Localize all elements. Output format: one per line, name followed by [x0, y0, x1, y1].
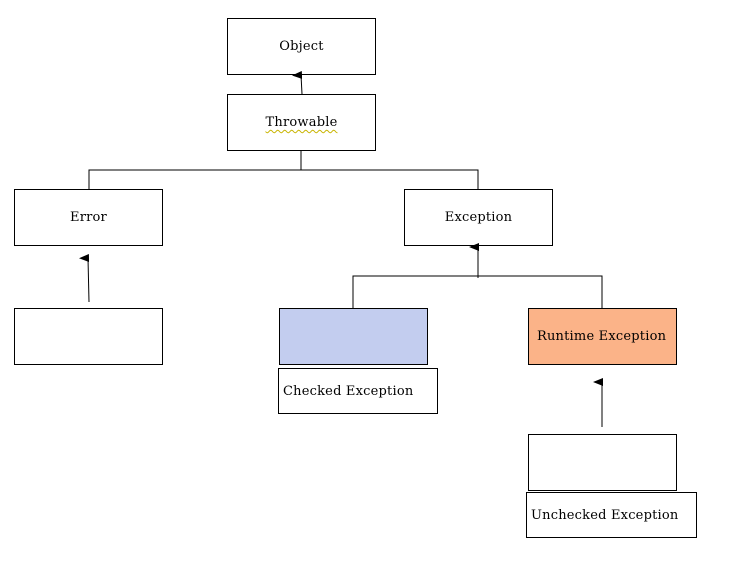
object-node: Object — [227, 18, 376, 75]
throwable-branch-line — [88, 169, 479, 189]
unchecked-exception-label: Unchecked Exception — [531, 507, 679, 523]
throwable-label: Throwable — [265, 115, 338, 130]
object-label: Object — [279, 39, 324, 54]
unchecked-exception-caption: Unchecked Exception — [526, 492, 697, 538]
checked-exception-node — [279, 308, 428, 365]
error-child-arrow — [79, 253, 90, 303]
throwable-node: Throwable — [227, 94, 376, 151]
error-label: Error — [70, 210, 107, 225]
exception-label: Exception — [444, 210, 513, 225]
runtime-exception-node: Runtime Exception — [528, 308, 677, 365]
exception-branch-line — [352, 275, 603, 308]
checked-exception-label: Checked Exception — [283, 383, 414, 399]
unchecked-exception-node — [528, 434, 677, 491]
exception-node: Exception — [404, 189, 553, 246]
checked-exception-caption: Checked Exception — [278, 368, 438, 414]
error-node: Error — [14, 189, 163, 246]
error-child-node — [14, 308, 163, 365]
runtime-exception-label: Runtime Exception — [537, 329, 667, 344]
throwable-to-object-arrow — [292, 70, 303, 95]
